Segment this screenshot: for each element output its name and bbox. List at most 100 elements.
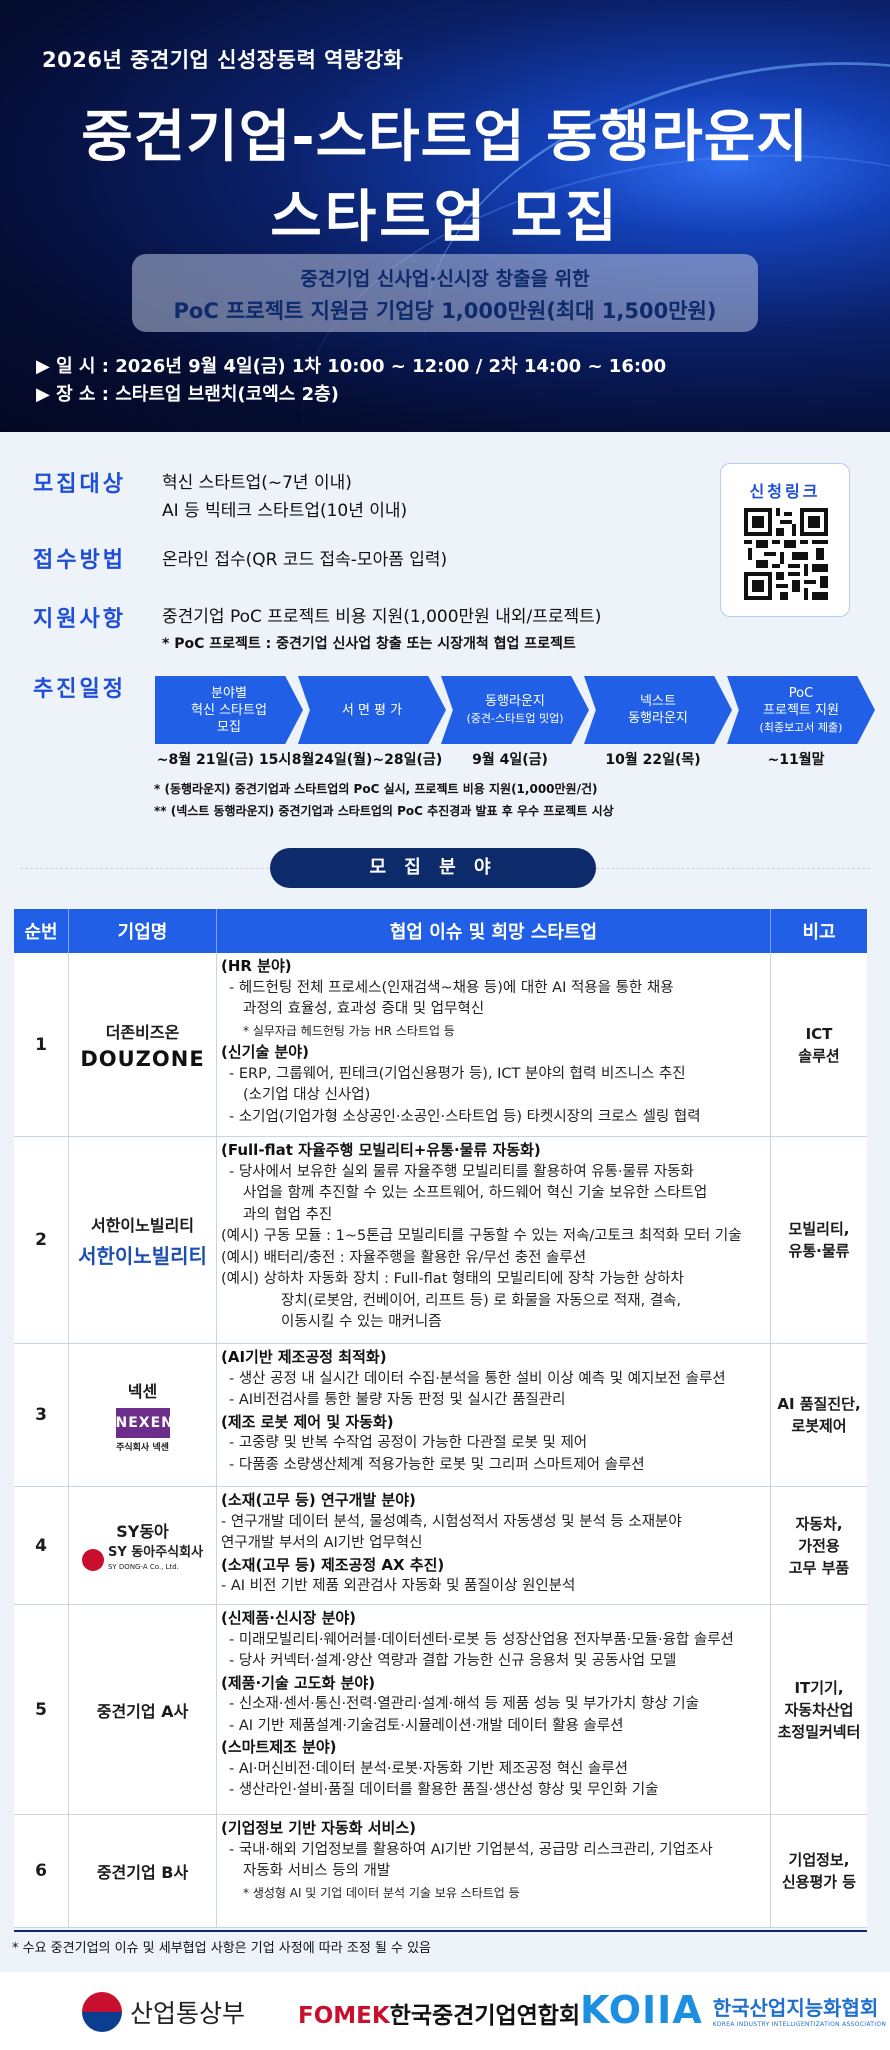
event-schedule: ▶ 일 시 : 2026년 9월 4일(금) 1차 10:00 ~ 12:00 … [36,356,667,377]
timeline-step-label: PoC [788,685,814,701]
funding-highlight-box: 중견기업 신사업·신시장 창출을 위한 PoC 프로젝트 지원금 기업당 1,0… [132,254,758,332]
company-cell: SY동아 SY 동아주식회사 SY DONG-A Co., Ltd. [69,1487,217,1604]
remark-line: 자동차산업 [784,1700,854,1719]
row-number: 6 [14,1815,69,1927]
table-row: 5 중견기업 A사 (신제품·신시장 분야) - 미래모빌리티·웨어러블·데이터센터·… [14,1605,867,1815]
description-line: - 당사 커넥터·설계·양산 역량과 결합 가능한 신규 응용처 및 공동사업 … [229,1653,677,1669]
description-line: - AI 기반 제품설계·기술검토·시뮬레이션·개발 데이터 활용 솔루션 [229,1717,624,1734]
qr-label: 신청링크 [749,482,821,501]
description-line: - AI 비전 기반 제품 외관검사 자동화 및 품질이상 원인분석 [221,1578,576,1594]
seohan-logo: 서한이노빌리티 [78,1243,207,1268]
timeline-date: 9월 4일(금) [472,752,548,768]
table-header: 순번 기업명 협업 이슈 및 희망 스타트업 비고 [14,909,867,953]
row-number: 2 [14,1137,69,1343]
description-line: 이동시킬 수 있는 매커니즘 [281,1314,442,1330]
timeline-step-label: 혁신 스타트업 [191,702,267,718]
support-note: * PoC 프로젝트 : 중견기업 신사업 창출 또는 시장개척 협업 프로젝트 [162,636,576,652]
sy-logo-subtext: SY DONG-A Co., Ltd. [107,1562,179,1571]
description-line: - 생산라인·설비·품질 데이터를 활용한 품질·생산성 향상 및 무인화 기술 [229,1782,659,1798]
support-label: 지원사항 [33,607,126,632]
description-line: 자동화 서비스 등의 개발 [243,1863,391,1879]
company-name: SY동아 [116,1521,169,1541]
description-heading: (소재(고무 등) 연구개발 분야) [221,1491,416,1509]
description-heading: (소재(고무 등) 제조공정 AX 추진) [221,1555,445,1574]
method-value: 온라인 접수(QR 코드 접속-모아폼 입력) [162,550,448,570]
motie-logo: 산업통상부 [82,1992,245,2032]
remark-line: 유통·물류 [788,1242,850,1260]
row-number: 3 [14,1344,69,1486]
fomek-name: 한국중견기업연합회 [389,2003,581,2029]
hero-title-line1: 중견기업-스타트업 동행라운지 [81,105,809,170]
timeline-step-label: 동행라운지 [628,711,688,726]
method-label: 접수방법 [33,548,126,573]
remark-line: 자동차, [795,1514,843,1533]
koiia-mark: KOIIA [580,1988,703,2032]
company-cell: 중견기업 B사 [69,1815,217,1927]
timeline-date: ~8월 21일(금) 15시 [156,752,292,768]
description-line: - 연구개발 데이터 분석, 물성예측, 시험성적서 자동생성 및 분석 등 소… [221,1513,682,1530]
description-line: - 미래모빌리티·웨어러블·데이터센터·로봇 등 성장산업용 전자부품·모듈·융… [229,1631,734,1648]
description-line: * 실무자급 헤드헌팅 가능 HR 스타트업 등 [243,1023,455,1038]
description-line: - ERP, 그룹웨어, 핀테크(기업신용평가 등), ICT 분야의 협력 비… [229,1065,686,1082]
company-name: 서한이노빌리티 [90,1215,195,1235]
description-heading: (신기술 분야) [221,1043,309,1061]
table-footnote: * 수요 중견기업의 이슈 및 세부협업 사항은 기업 사정에 따라 조정 될 … [12,1941,432,1956]
motie-name: 산업통상부 [130,1999,246,2028]
description-heading: (기업정보 기반 자동화 서비스) [221,1819,416,1837]
description-line: (예시) 상하차 자동화 장치 : Full-flat 형태의 모빌리티에 장착… [221,1271,684,1287]
qr-link-card[interactable]: 신청링크 [720,463,850,617]
timeline-step: 동행라운지(중견-스타트업 밋업) [441,676,589,744]
timeline-step-label: 동행라운지 [485,694,545,709]
description-heading: (신제품·신시장 분야) [221,1609,357,1627]
remark-line: 모빌리티, [788,1220,850,1238]
row-number: 1 [14,953,69,1136]
remark-line: 가전용 [798,1536,840,1555]
fomek-mark: FOMEK [298,2003,390,2029]
target-line1: 혁신 스타트업(~7년 이내) [162,473,352,493]
koiia-logo: KOIIA 한국산업지능화협회 KOREA INDUSTRY INTELLIGE… [580,1988,886,2032]
description-heading: (AI기반 제조공정 최적화) [221,1348,387,1366]
remark-cell: AI 품질진단,로봇제어 [771,1344,867,1486]
collaboration-description: (신제품·신시장 분야) - 미래모빌리티·웨어러블·데이터센터·로봇 등 성장산… [217,1605,771,1814]
description-heading: (제조 로봇 제어 및 자동화) [221,1412,394,1431]
description-line: - 당사에서 보유한 실외 물류 자율주행 모빌리티를 활용하여 유통·물류 자… [229,1163,694,1180]
funding-line2: PoC 프로젝트 지원금 기업당 1,000만원(최대 1,500만원) [173,299,717,323]
timeline-step-label: 프로젝트 지원 [763,702,839,718]
hero-title-line2: 스타트업 모집 [270,185,620,250]
target-line2: AI 등 빅테크 스타트업(10년 이내) [162,501,408,521]
event-location: ▶ 장 소 : 스타트업 브랜치(코엑스 2층) [36,384,339,405]
collaboration-description: (Full-flat 자율주행 모빌리티+유통·물류 자동화)- 당사에서 보유… [217,1137,771,1343]
timeline-step-label: 서 면 평 가 [341,702,403,718]
company-name: 중견기업 B사 [96,1863,189,1882]
header-description: 협업 이슈 및 희망 스타트업 [217,909,771,953]
remark-line: AI 품질진단, [777,1395,861,1413]
description-line: * 생성형 AI 및 기업 데이터 분석 기술 보유 스타트업 등 [243,1885,520,1900]
nexen-logo-subtext: 주식회사 넥센 [116,1442,169,1453]
description-heading: (제품·기술 고도화 분야) [221,1673,376,1692]
collaboration-description: (HR 분야)- 헤드헌팅 전체 프로세스(인재검색~채용 등)에 대한 AI … [217,953,771,1136]
support-value: 중견기업 PoC 프로젝트 비용 지원(1,000만원 내외/프로젝트) [162,607,602,627]
collaboration-description: (기업정보 기반 자동화 서비스)- 국내·해외 기업정보를 활용하여 AI기반… [217,1815,771,1927]
sy-logo-text: SY 동아주식회사 [107,1544,204,1560]
footer-logos: 산업통상부 FOMEK한국중견기업연합회 KOIIA 한국산업지능화협회 KOR… [0,1972,890,2050]
header-note: 비고 [802,922,836,943]
fomek-logo: FOMEK한국중견기업연합회 [298,1996,580,2030]
hero-banner: 2026년 중견기업 신성장동력 역량강화 중견기업-스타트업 동행라운지 스타… [0,0,890,432]
row-number: 5 [14,1605,69,1814]
collaboration-description: (소재(고무 등) 연구개발 분야) - 연구개발 데이터 분석, 물성예측, 시… [217,1487,771,1604]
nexen-logo: NEXEN [115,1407,173,1438]
timeline-date: 8월24일(월)~28일(금) [291,752,443,768]
timeline-date: ~11월말 [767,752,825,768]
row-number: 4 [14,1487,69,1604]
remark-line: IT기기, [794,1678,844,1697]
company-name: 중견기업 A사 [96,1701,189,1721]
collaboration-description: (AI기반 제조공정 최적화)- 생산 공정 내 실시간 데이터 수집·분석을 … [217,1344,771,1486]
qr-code-icon[interactable] [744,508,828,600]
